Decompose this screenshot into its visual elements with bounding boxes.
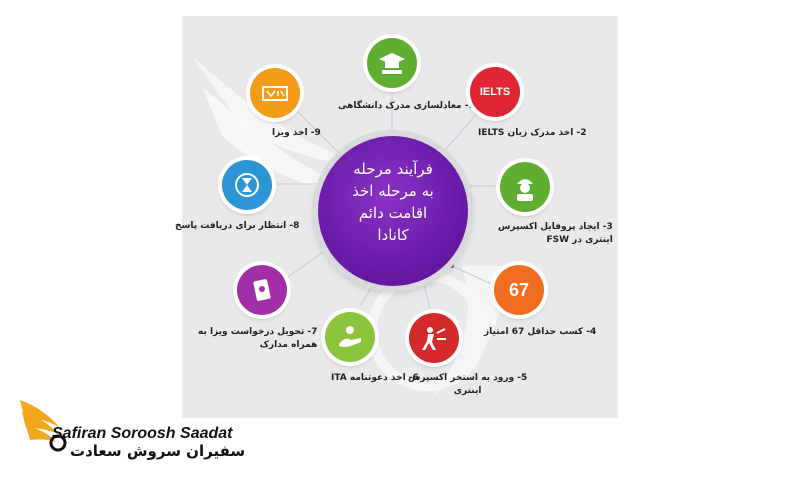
center-circle	[318, 136, 468, 286]
visa-icon	[262, 86, 288, 101]
step-8-node	[222, 160, 272, 210]
step-8-label: 8- انتظار برای دریافت پاسخ	[175, 221, 300, 231]
graduation-icon	[379, 53, 405, 74]
step-5-node	[409, 313, 459, 363]
step-2-node: IELTS	[470, 67, 520, 117]
step-7-node	[237, 265, 287, 315]
step-7-label: 7- تحویل درخواست ویزا به همراه مدارک	[198, 327, 318, 350]
step-4-node: 67	[494, 265, 544, 315]
step-4-label: 4- کسب حداقل 67 امتیاز	[484, 327, 597, 337]
invitation-icon	[339, 326, 361, 347]
step-3-node	[500, 162, 550, 212]
score-icon: 67	[508, 279, 530, 300]
step-3-label: 3- ایجاد پروفایل اکسپرس اینتری در FSW	[498, 222, 613, 245]
step-2-label: 2- اخذ مدرک زبان IELTS	[478, 128, 587, 138]
brand-name-fa: سفیران سروش سعادت	[70, 442, 246, 460]
ielts-icon: IELTS	[479, 86, 511, 98]
worker-icon	[517, 179, 533, 201]
center-title: فرآیند مرحله به مرحله اخذ اقامت دائم کان…	[352, 160, 434, 244]
step-9-node	[250, 68, 300, 118]
step-1-node	[367, 38, 417, 88]
step-9-label: 9- اخذ ویزا	[272, 128, 321, 138]
step-1-label: 1- معادلسازی مدرک دانشگاهی	[338, 101, 475, 111]
express-icon	[422, 327, 446, 350]
brand-wing-logo	[20, 400, 67, 452]
passport-icon	[253, 279, 271, 301]
step-6-node	[325, 312, 375, 362]
step-5-label: 5- ورود به استخر اکسپرس اینتری	[408, 373, 528, 396]
brand-name-en: Safiran Soroosh Saadat	[52, 425, 233, 442]
hourglass-icon	[235, 173, 259, 197]
step-6-label: 6- اخذ دعوتنامه ITA	[331, 373, 419, 383]
